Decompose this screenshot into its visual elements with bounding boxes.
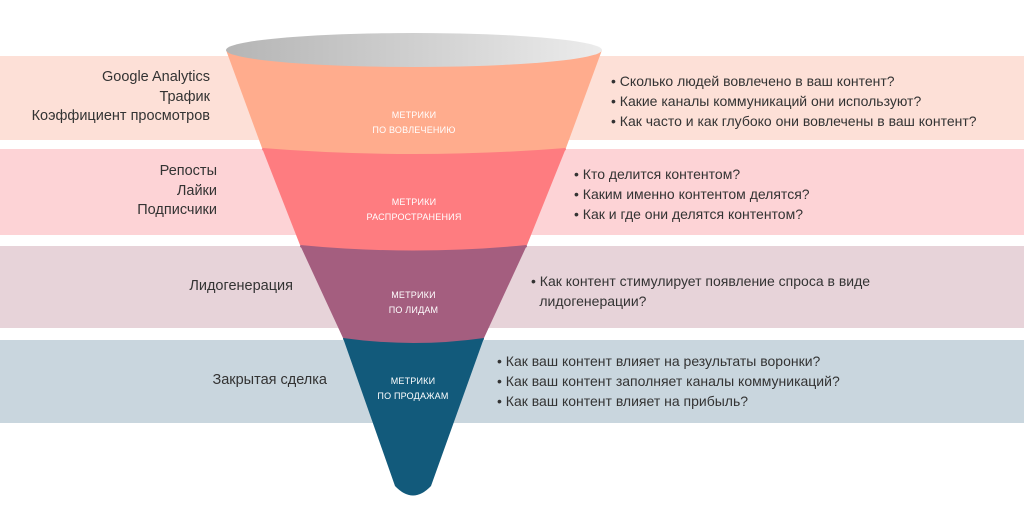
question-item: Как часто и как глубоко они вовлечены в … bbox=[611, 111, 977, 131]
funnel-top-opening bbox=[226, 33, 602, 67]
stage-label-engagement-line2: ПО ВОВЛЕЧЕНИЮ bbox=[372, 125, 455, 135]
question-item: Каким именно контентом делятся? bbox=[574, 184, 810, 204]
stage-label-sales-line2: ПО ПРОДАЖАМ bbox=[377, 391, 448, 401]
engagement-metrics-list: Google Analytics Трафик Коэффициент прос… bbox=[32, 68, 210, 127]
funnel-stage-sales bbox=[343, 338, 484, 496]
metric-item: Подписчики bbox=[137, 202, 217, 218]
stage-label-leads-line2: ПО ЛИДАМ bbox=[389, 305, 439, 315]
engagement-questions: Сколько людей вовлечено в ваш контент? К… bbox=[611, 71, 977, 131]
leads-questions: Как контент стимулирует появление спроса… bbox=[531, 271, 911, 311]
funnel-stage-distribution bbox=[262, 148, 566, 251]
question-item: Кто делится контентом? bbox=[574, 164, 810, 184]
leads-metrics-list: Лидогенерация bbox=[189, 277, 293, 297]
stage-label-engagement-line1: МЕТРИКИ bbox=[392, 110, 437, 120]
stage-label-distribution-line2: РАСПРОСТРАНЕНИЯ bbox=[366, 212, 461, 222]
sales-metrics-list: Закрытая сделка bbox=[212, 371, 327, 391]
question-item: Какие каналы коммуникаций они используют… bbox=[611, 91, 977, 111]
metric-item: Google Analytics bbox=[101, 69, 210, 85]
stage-label-leads-line1: МЕТРИКИ bbox=[391, 290, 436, 300]
stage-label-sales-line1: МЕТРИКИ bbox=[391, 376, 436, 386]
metric-item: Коэффициент просмотров bbox=[31, 108, 210, 124]
funnel-stage-leads bbox=[300, 245, 527, 343]
metric-item: Закрытая сделка bbox=[212, 372, 327, 388]
funnel-stage-engagement bbox=[226, 50, 602, 154]
stage-label-distribution-line1: МЕТРИКИ bbox=[392, 197, 437, 207]
question-item: Как контент стимулирует появление спроса… bbox=[531, 271, 911, 311]
distribution-metrics-list: Репосты Лайки Подписчики bbox=[137, 162, 217, 221]
question-item: Как ваш контент влияет на прибыль? bbox=[497, 391, 840, 411]
question-item: Сколько людей вовлечено в ваш контент? bbox=[611, 71, 977, 91]
sales-questions: Как ваш контент влияет на результаты вор… bbox=[497, 351, 840, 411]
distribution-questions: Кто делится контентом? Каким именно конт… bbox=[574, 164, 810, 224]
question-item: Как ваш контент влияет на результаты вор… bbox=[497, 351, 840, 371]
metric-item: Лайки bbox=[176, 182, 217, 199]
metric-item: Репосты bbox=[159, 163, 217, 179]
metric-item: Лидогенерация bbox=[189, 278, 293, 294]
metric-item: Трафик bbox=[159, 88, 210, 105]
question-item: Как ваш контент заполняет каналы коммуни… bbox=[497, 371, 840, 391]
question-item: Как и где они делятся контентом? bbox=[574, 204, 810, 224]
